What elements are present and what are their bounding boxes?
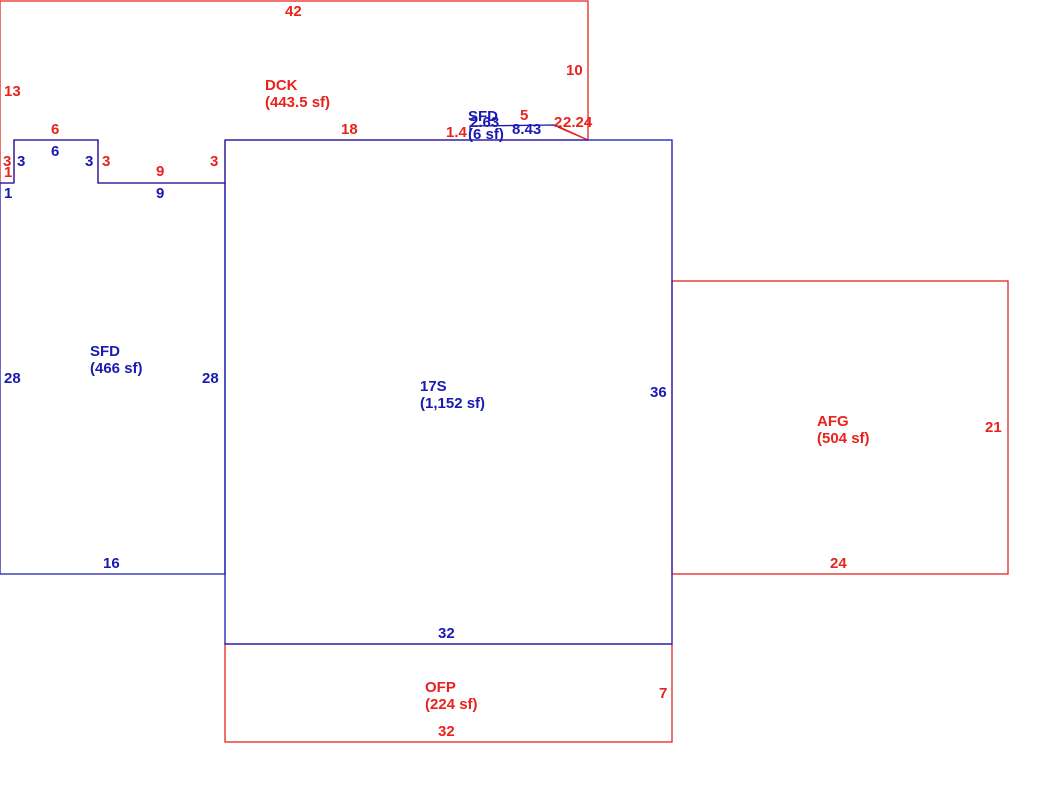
ofp-code-label: OFP [425,679,456,696]
dim-dck-small-a: 2. [554,114,567,131]
dck-area-label: (443.5 sf) [265,94,330,111]
main-code-label: 17S [420,378,447,395]
sfd-small-outline [469,124,561,140]
sfd-left-code-label: SFD [90,343,120,360]
dim-dck-left: 13 [4,83,21,100]
dim-dck-small-1: 1.4 [446,124,468,141]
dim-sfd-bump-left: 3 [17,153,25,170]
dim-sfd-small-b: 8.43 [512,121,541,138]
dim-dck-corner: 1 [4,164,12,181]
main-area-label: (1,152 sf) [420,395,485,412]
sfd-small-code-label: SFD [468,108,498,125]
dim-sfd-left-side: 28 [4,370,21,387]
afg-code-label: AFG [817,413,849,430]
dim-dck-small-b: 2.24 [563,114,593,131]
sfd-small-area-label: (6 sf) [468,126,504,143]
ofp-area-label: (224 sf) [425,696,478,713]
dim-dck-right: 10 [566,62,583,79]
dim-afg-bottom: 24 [830,555,847,572]
dim-dck-bump-top: 6 [51,121,59,138]
main-17s-outline [224,139,673,645]
dim-main-bottom: 32 [438,625,455,642]
dim-sfd-bottom: 16 [103,555,120,572]
dim-sfd-right-side: 28 [202,370,219,387]
dck-bump-outline [0,139,226,184]
dim-sfd-bump-right: 3 [85,153,93,170]
dim-dck-front: 18 [341,121,358,138]
dim-main-right: 36 [650,384,667,401]
dck-outline [0,0,589,183]
dim-sfd-bump-top: 6 [51,143,59,160]
sfd-left-area-label: (466 sf) [90,360,143,377]
dck-code-label: DCK [265,77,298,94]
dim-dck-bump-right: 3 [102,153,110,170]
dim-ofp-right: 7 [659,685,667,702]
dim-sfd-small-a: 2.63 [470,114,499,131]
afg-area-label: (504 sf) [817,430,870,447]
dim-dck-step: 9 [156,163,164,180]
dim-afg-right: 21 [985,419,1002,436]
dim-dck-small-5: 5 [520,107,528,124]
dim-dck-step-right: 3 [210,153,218,170]
dim-ofp-bottom: 32 [438,723,455,740]
dim-dck-bump-left: 3 [3,153,11,170]
dim-sfd-corner: 1 [4,185,12,202]
dim-sfd-step: 9 [156,185,164,202]
dim-dck-top: 42 [285,3,302,20]
